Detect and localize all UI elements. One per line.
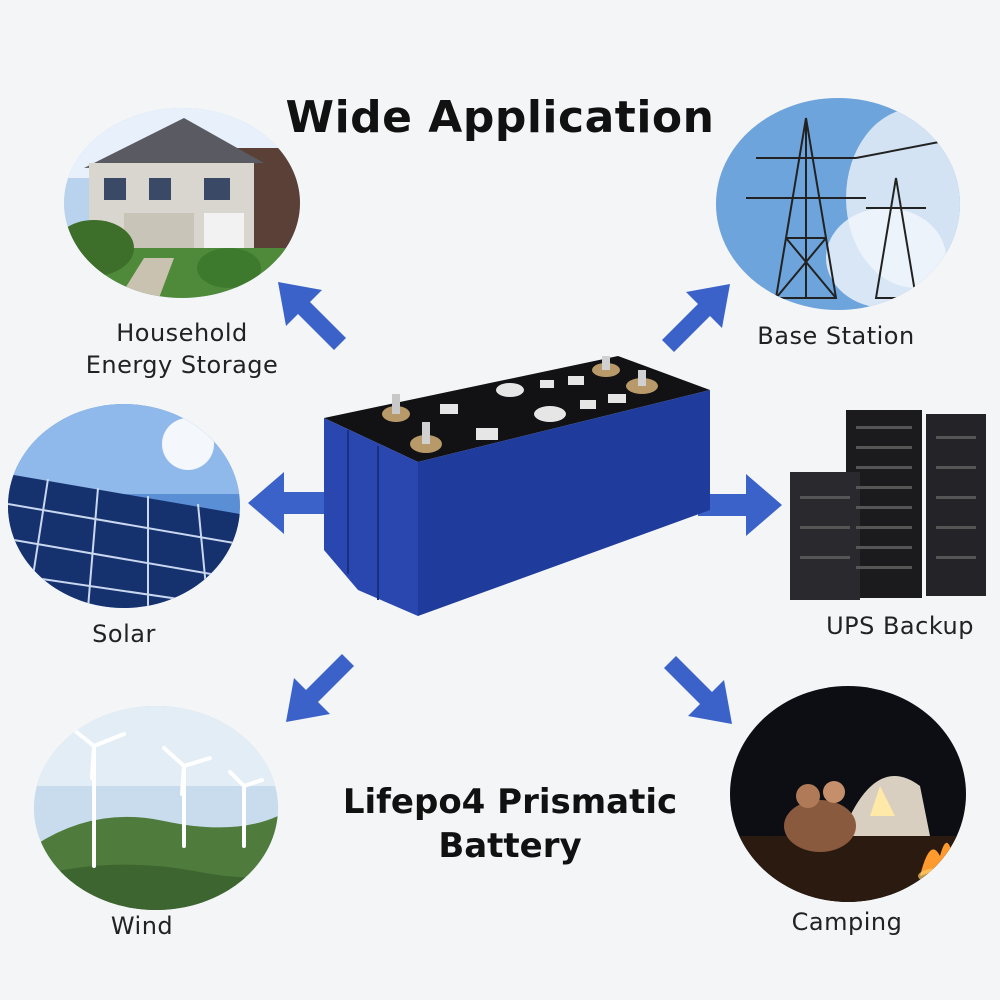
page-title: Wide Application [285, 92, 715, 143]
arrow-down-right-icon [664, 656, 732, 724]
prismatic-battery-icon [324, 356, 710, 616]
arrow-to-solar [244, 468, 336, 538]
house-icon [64, 108, 300, 298]
solar-photo [8, 404, 240, 608]
arrow-right-icon [698, 474, 782, 536]
ups-caption: UPS Backup [826, 612, 974, 640]
arrow-to-camping [656, 648, 738, 730]
household-caption: Household Energy Storage [85, 319, 279, 379]
arrow-to-ups [694, 470, 786, 540]
camping-caption: Camping [791, 908, 903, 936]
arrow-to-wind [280, 646, 362, 728]
arrow-left-icon [248, 472, 332, 534]
arrow-up-right-icon [662, 284, 730, 352]
arrow-to-household [272, 276, 352, 356]
wind-photo [34, 706, 278, 910]
solar-caption: Solar [92, 620, 156, 648]
product-name: Lifepo4 Prismatic Battery [342, 782, 678, 866]
wind-turbine-icon [34, 706, 278, 910]
battery-illustration [318, 350, 718, 620]
base-station-photo [716, 98, 960, 310]
household-photo [64, 108, 300, 298]
campfire-tent-icon [730, 686, 966, 902]
solar-panel-icon [8, 404, 240, 608]
base-station-caption: Base Station [757, 322, 915, 350]
arrow-down-left-icon [286, 654, 354, 722]
wind-caption: Wind [110, 912, 174, 940]
ups-photo [786, 406, 990, 602]
power-tower-icon [716, 98, 960, 310]
server-cabinet-icon [790, 410, 986, 600]
arrow-to-base-station [656, 278, 736, 358]
camping-photo [730, 686, 966, 902]
arrow-up-left-icon [278, 282, 346, 350]
